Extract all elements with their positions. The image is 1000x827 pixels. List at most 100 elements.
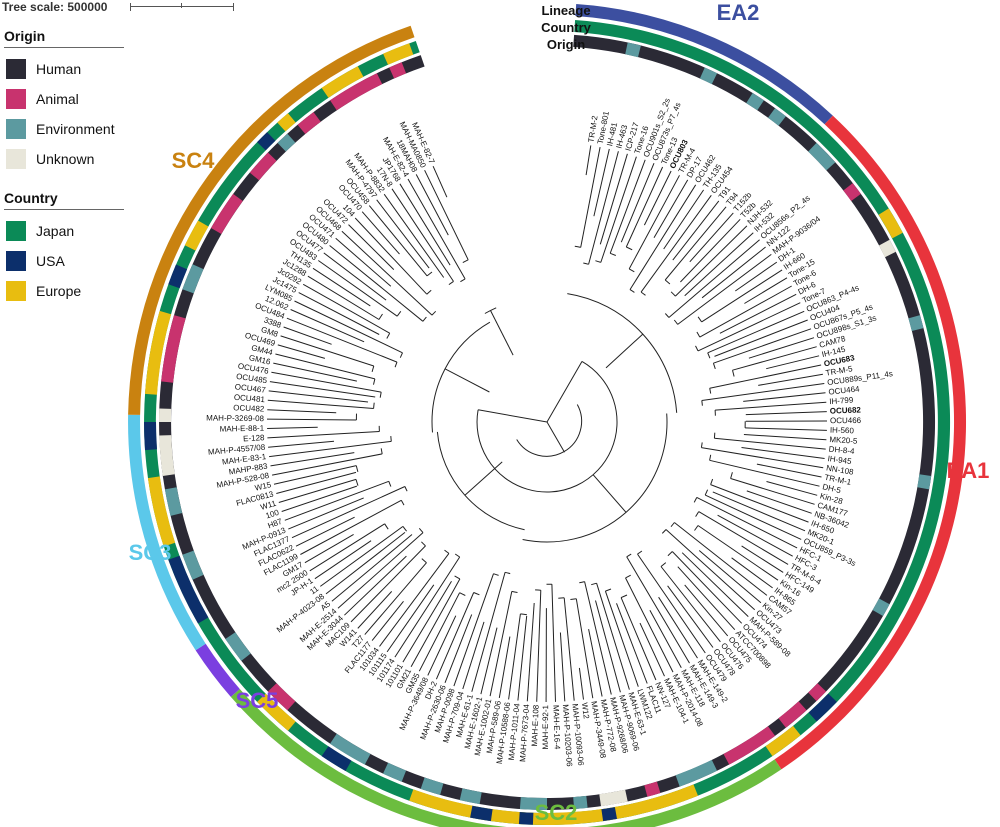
tree-branch <box>384 523 389 530</box>
tree-branch <box>386 584 435 653</box>
tree-branch <box>415 174 449 236</box>
legend-item-usa: USA <box>4 246 124 276</box>
tree-branch <box>625 166 664 248</box>
tree-branch <box>766 481 818 496</box>
lineage-ring-segment <box>774 115 967 770</box>
tree-branch <box>680 218 741 283</box>
origin-ring-segment <box>675 759 718 787</box>
tree-branch <box>272 453 383 476</box>
tree-branch <box>302 283 390 334</box>
tree-branch <box>595 260 601 263</box>
tip-label: W12 <box>580 702 591 720</box>
tree-branch <box>288 497 364 530</box>
tree-branch <box>396 310 402 317</box>
tip-label: TR-M-2 <box>586 114 599 143</box>
tree-branch <box>399 352 403 358</box>
tree-branch <box>444 549 450 554</box>
tree-branch <box>286 317 398 363</box>
origin-ring-segment <box>330 733 371 765</box>
lineage-ring-segment <box>575 4 833 125</box>
tree-branch <box>710 478 714 485</box>
origin-ring-segment <box>420 777 444 795</box>
environment-swatch <box>6 119 26 139</box>
tree-branch <box>471 572 506 692</box>
tree-branch <box>476 360 618 493</box>
tree-branch <box>388 481 392 487</box>
tree-branch <box>454 553 460 558</box>
tree-branch <box>709 388 712 394</box>
country-ring-segment <box>518 812 534 825</box>
tree-branch <box>307 275 380 320</box>
tip-label: 100 <box>265 508 281 521</box>
lineage-ring-segment <box>195 643 240 697</box>
tree-branch <box>268 440 335 448</box>
tree-branch <box>707 352 711 359</box>
tree-branch <box>402 580 452 663</box>
legend-label: Japan <box>36 223 75 239</box>
tip-label: MAH-E-108 <box>530 704 541 747</box>
lineage-label: SC3 <box>129 540 172 565</box>
tip-label: MAH-E-88-1 <box>220 424 265 434</box>
tree-branch <box>628 175 680 270</box>
tree-branch <box>620 597 657 681</box>
origin-ring-segment <box>917 474 932 490</box>
tip-label: OCU682 <box>830 405 862 415</box>
tree-branch <box>583 262 589 265</box>
tree-branch <box>493 573 499 576</box>
tree-branch <box>453 573 494 687</box>
origin-ring-segment <box>879 239 896 258</box>
tree-branch <box>639 622 665 677</box>
country-ring-segment <box>277 113 296 132</box>
country-ring-segment <box>808 693 837 722</box>
tree-branch <box>732 370 735 377</box>
tree-branch <box>741 545 784 573</box>
legend-item-japan: Japan <box>4 216 124 246</box>
tree-branch <box>660 566 721 643</box>
origin-ring-segment <box>182 264 204 294</box>
tip-label: MK20-5 <box>829 435 858 446</box>
tree-branch <box>291 486 406 539</box>
legend-item-unknown: Unknown <box>4 144 124 174</box>
tree-branch <box>277 344 326 359</box>
tree-branch <box>663 189 705 250</box>
tree-branch <box>675 225 748 297</box>
origin-ring-segment <box>459 788 482 805</box>
country-ring-segment <box>765 725 801 757</box>
tree-branch <box>399 183 451 266</box>
tree-branch <box>758 373 823 386</box>
tree-branch <box>563 597 575 701</box>
tree-branch <box>701 269 783 323</box>
tip-label: IH-799 <box>829 395 854 406</box>
tree-branch <box>570 598 577 600</box>
tree-branch <box>295 516 355 547</box>
tree-branch <box>344 555 407 616</box>
tree-branch <box>599 153 628 245</box>
tip-label: MAH-P-7673-04 <box>518 703 531 762</box>
tree-branch <box>591 582 597 586</box>
tree-branch <box>462 621 485 690</box>
tree-branch <box>578 667 584 700</box>
tree-branch <box>628 268 635 273</box>
origin-ring-segment <box>872 598 890 616</box>
tree-branch <box>460 278 466 283</box>
tree-branch <box>609 159 646 254</box>
tree-branch <box>536 590 542 702</box>
tree-branch <box>580 147 601 248</box>
tree-branch <box>743 392 826 402</box>
tree-branch <box>745 427 827 431</box>
origin-ring-segment <box>625 42 641 58</box>
legend-item-europe: Europe <box>4 276 124 306</box>
tree-branch <box>701 246 766 299</box>
tree-branch <box>668 239 760 318</box>
tip-label: DH-8-4 <box>828 445 855 457</box>
tree-branch <box>267 399 374 409</box>
tree-branch <box>331 534 413 602</box>
tree-branch <box>574 245 581 248</box>
tip-label: OCU467 <box>234 382 266 394</box>
legend-item-human: Human <box>4 54 124 84</box>
origin-ring-segment <box>267 683 296 711</box>
origin-ring-segment <box>249 152 277 181</box>
japan-swatch <box>6 221 26 241</box>
tree-branch <box>709 364 822 389</box>
tree-branch <box>697 316 703 323</box>
